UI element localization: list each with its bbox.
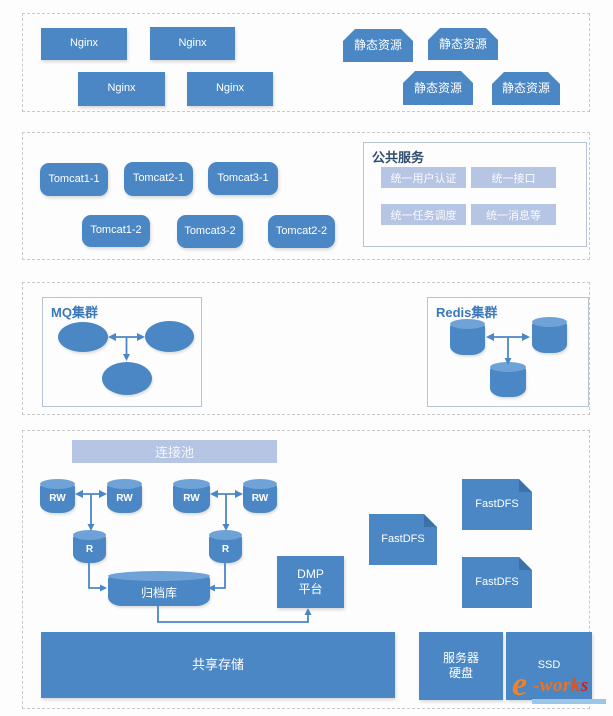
archive-db-cylinder: 归档库 [108, 571, 210, 606]
rw-db-cylinder: RW [107, 479, 142, 513]
rw-db-cylinder: RW [173, 479, 210, 513]
service-item: 统一接口 [471, 167, 556, 188]
rw-db-label: RW [116, 493, 133, 504]
shared-storage-label: 共享存储 [191, 656, 244, 672]
eworks-text-part2: k [570, 675, 581, 696]
r-db-label: R [221, 544, 230, 555]
ssd-node: SSD [506, 632, 592, 700]
static-resource-label: 静态资源 [413, 80, 462, 95]
eworks-logo-text: -works [533, 675, 589, 697]
redis-cluster-title: Redis集群 [436, 305, 498, 320]
archive-db-label: 归档库 [140, 586, 177, 600]
tomcat-label: Tomcat3-1 [217, 171, 269, 184]
redis-node-cylinder [532, 317, 567, 353]
eworks-logo-e: e [512, 666, 528, 703]
service-item: 统一用户认证 [381, 167, 466, 188]
fastdfs-label: FastDFS [381, 532, 425, 545]
mq-cluster-title: MQ集群 [51, 305, 98, 320]
static-resource-node: 静态资源 [343, 29, 413, 62]
connection-pool-bar: 连接池 [72, 440, 277, 463]
service-item: 统一任务调度 [381, 204, 466, 225]
eworks-text-part1: -wor [533, 675, 571, 696]
shared-storage-node: 共享存储 [41, 632, 395, 698]
rw-db-cylinder: RW [243, 479, 277, 513]
rw-db-cylinder: RW [40, 479, 75, 513]
fastdfs-node: FastDFS [462, 557, 532, 608]
static-resource-label: 静态资源 [438, 36, 487, 51]
fastdfs-node: FastDFS [462, 479, 532, 530]
server-disk-label-line2: 硬盘 [448, 666, 473, 680]
static-resource-label: 静态资源 [501, 81, 550, 95]
ssd-label: SSD [537, 659, 561, 672]
public-services-group: 公共服务 统一用户认证 统一接口 统一任务调度 统一消息等 [363, 142, 587, 247]
r-db-cylinder: R [209, 530, 242, 563]
tomcat-node: Tomcat3-1 [208, 162, 278, 195]
tomcat-label: Tomcat1-2 [90, 224, 142, 237]
nginx-node: Nginx [41, 28, 127, 60]
tomcat-label: Tomcat2-2 [275, 224, 328, 237]
service-item: 统一消息等 [471, 204, 556, 225]
tomcat-label: Tomcat3-2 [184, 224, 236, 237]
dmp-label-line1: DMP [297, 567, 324, 581]
nginx-label: Nginx [215, 82, 245, 95]
watermark-underline [532, 699, 606, 704]
nginx-node: Nginx [78, 72, 165, 106]
data-tier-section [22, 430, 590, 709]
eworks-text-part3: s [580, 675, 589, 696]
nginx-label: Nginx [178, 36, 207, 49]
server-disk-node: 服务器 硬盘 [419, 632, 503, 700]
mq-node-ellipse [102, 362, 152, 395]
rw-db-label: RW [251, 493, 269, 504]
service-item-label: 统一任务调度 [390, 209, 457, 222]
nginx-label: Nginx [69, 37, 99, 50]
nginx-node: Nginx [187, 72, 273, 106]
redis-node-cylinder [490, 362, 526, 397]
tomcat-label: Tomcat1-1 [48, 172, 100, 185]
tomcat-node: Tomcat3-2 [177, 215, 243, 248]
tomcat-node: Tomcat2-1 [124, 162, 193, 196]
tomcat-node: Tomcat1-1 [40, 163, 108, 196]
connection-pool-label: 连接池 [154, 445, 194, 460]
mq-node-ellipse [58, 322, 108, 352]
static-resource-node: 静态资源 [428, 28, 498, 60]
service-item-label: 统一接口 [491, 172, 536, 185]
static-resource-node: 静态资源 [492, 72, 560, 105]
service-item-label: 统一消息等 [486, 209, 541, 222]
static-resource-label: 静态资源 [353, 38, 402, 52]
dmp-platform-node: DMP 平台 [277, 556, 344, 608]
rw-db-label: RW [183, 493, 200, 504]
tomcat-label: Tomcat2-1 [132, 172, 185, 185]
nginx-label: Nginx [107, 82, 136, 95]
fastdfs-node: FastDFS [369, 514, 437, 565]
nginx-node: Nginx [150, 27, 235, 60]
tomcat-node: Tomcat1-2 [82, 215, 150, 247]
middleware-tier-section [22, 282, 590, 415]
public-services-title: 公共服务 [372, 150, 425, 165]
web-tier-section [22, 13, 590, 112]
app-tier-section [22, 132, 590, 260]
r-db-label: R [85, 544, 94, 555]
mq-node-ellipse [145, 321, 194, 352]
server-disk-label-line1: 服务器 [442, 651, 479, 665]
dmp-label-line2: 平台 [298, 582, 323, 596]
r-db-cylinder: R [73, 530, 106, 563]
service-item-label: 统一用户认证 [390, 172, 457, 185]
fastdfs-label: FastDFS [475, 575, 519, 588]
eworks-watermark: e -works [512, 666, 612, 708]
static-resource-node: 静态资源 [403, 71, 473, 105]
redis-node-cylinder [450, 319, 485, 355]
rw-db-label: RW [49, 493, 66, 504]
tomcat-node: Tomcat2-2 [268, 215, 335, 248]
fastdfs-label: FastDFS [475, 497, 519, 510]
